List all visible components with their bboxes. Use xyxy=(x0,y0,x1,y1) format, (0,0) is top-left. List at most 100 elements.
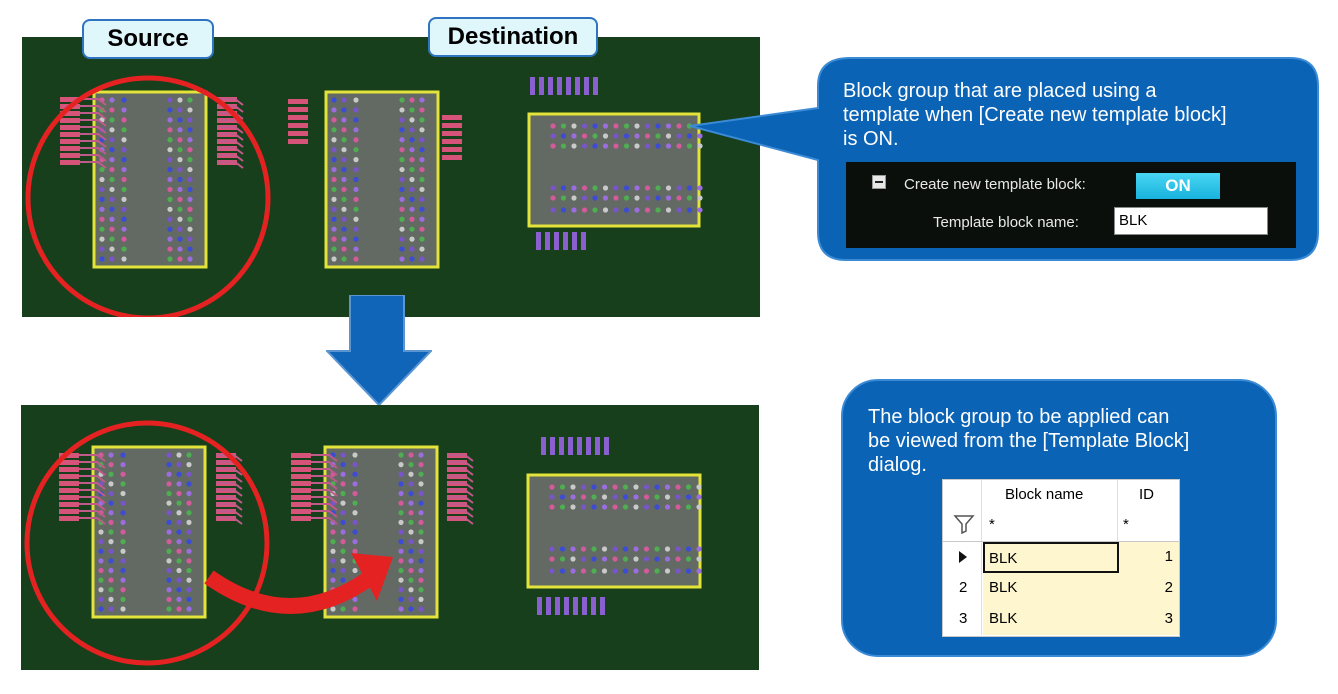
row-2-name[interactable]: BLK xyxy=(983,573,1119,604)
pad xyxy=(418,452,424,458)
pad xyxy=(120,577,126,583)
pad xyxy=(654,504,660,510)
pad xyxy=(602,195,609,201)
filter-id[interactable]: * xyxy=(1123,516,1129,533)
pad xyxy=(187,256,193,262)
trace xyxy=(311,496,338,504)
pad xyxy=(580,484,587,490)
smd-pad xyxy=(564,597,569,615)
smd-pad xyxy=(288,139,308,144)
pad xyxy=(187,97,193,103)
pad xyxy=(120,462,126,468)
pad xyxy=(340,606,346,612)
pad xyxy=(176,577,182,583)
pad xyxy=(675,546,681,552)
pad xyxy=(121,117,127,123)
pad xyxy=(419,127,425,133)
pad xyxy=(664,556,671,562)
row-2-id[interactable]: 2 xyxy=(1119,573,1179,604)
smd-pad xyxy=(60,118,80,123)
smd-pad xyxy=(604,437,609,455)
pad xyxy=(580,546,587,552)
row-3-id[interactable]: 3 xyxy=(1119,604,1179,635)
trace xyxy=(311,510,338,518)
pad xyxy=(331,107,337,113)
pad xyxy=(418,548,424,554)
pad xyxy=(186,462,192,468)
pad xyxy=(177,137,183,143)
pad xyxy=(167,176,173,183)
source-highlight-circle-after xyxy=(24,420,270,666)
pad xyxy=(686,133,693,139)
pad xyxy=(399,216,405,222)
pad xyxy=(166,587,172,593)
pad xyxy=(419,166,425,173)
pad xyxy=(580,494,587,500)
table-row[interactable]: BLK 1 xyxy=(943,542,1179,573)
pad xyxy=(550,143,556,149)
pad xyxy=(167,157,173,163)
smd-pad xyxy=(555,597,560,615)
pad xyxy=(176,471,182,477)
pad xyxy=(331,137,337,143)
filter-block-name[interactable]: * xyxy=(989,516,995,533)
pad xyxy=(340,577,346,583)
pad xyxy=(186,519,192,525)
pad xyxy=(419,256,425,262)
pad xyxy=(166,558,172,564)
pad xyxy=(99,216,105,222)
collapse-icon[interactable] xyxy=(872,175,886,189)
pad xyxy=(602,143,609,149)
pad xyxy=(634,123,640,129)
pad xyxy=(644,123,651,129)
smd-pad xyxy=(584,77,589,95)
pad xyxy=(352,596,358,602)
column-header-block-name[interactable]: Block name xyxy=(1005,486,1084,503)
pad xyxy=(186,539,192,545)
pad xyxy=(399,137,405,143)
pad xyxy=(696,484,702,490)
pad xyxy=(592,195,598,201)
pad xyxy=(398,567,404,574)
pad xyxy=(419,147,425,153)
pad xyxy=(418,500,424,506)
pad xyxy=(120,481,126,487)
pad xyxy=(108,577,114,583)
create-template-toggle[interactable]: ON xyxy=(1136,173,1220,199)
template-name-input[interactable]: BLK xyxy=(1114,207,1268,235)
row-1-id[interactable]: 1 xyxy=(1119,542,1179,573)
table-row[interactable]: 3 BLK 3 xyxy=(943,604,1179,635)
pad xyxy=(409,186,415,193)
filter-icon[interactable] xyxy=(953,514,975,534)
bottom-callout-text: The block group to be applied can be vie… xyxy=(868,405,1268,477)
pad xyxy=(633,504,639,510)
column-header-id[interactable]: ID xyxy=(1139,486,1154,503)
pad xyxy=(109,196,115,202)
pad xyxy=(419,117,425,123)
pad xyxy=(409,157,415,163)
pad xyxy=(622,568,629,574)
pad xyxy=(331,246,337,252)
pad xyxy=(676,143,682,149)
pad xyxy=(353,236,359,242)
smd-pad xyxy=(291,502,311,507)
pad xyxy=(176,558,182,564)
pad xyxy=(187,147,193,153)
pad xyxy=(109,226,115,232)
table-row[interactable]: 2 BLK 2 xyxy=(943,573,1179,604)
row-1-name[interactable]: BLK xyxy=(983,542,1119,573)
pad xyxy=(399,147,405,153)
trace xyxy=(447,510,474,518)
pad xyxy=(643,484,650,490)
pad xyxy=(353,117,359,123)
pad xyxy=(409,246,415,252)
pad xyxy=(176,500,182,506)
pad xyxy=(186,490,192,497)
pad xyxy=(352,548,358,554)
pad xyxy=(685,484,692,490)
pad xyxy=(166,481,172,487)
row-3-name[interactable]: BLK xyxy=(983,604,1119,635)
create-template-label: Create new template block: xyxy=(904,176,1086,193)
pad xyxy=(665,207,672,213)
pad xyxy=(408,606,414,612)
